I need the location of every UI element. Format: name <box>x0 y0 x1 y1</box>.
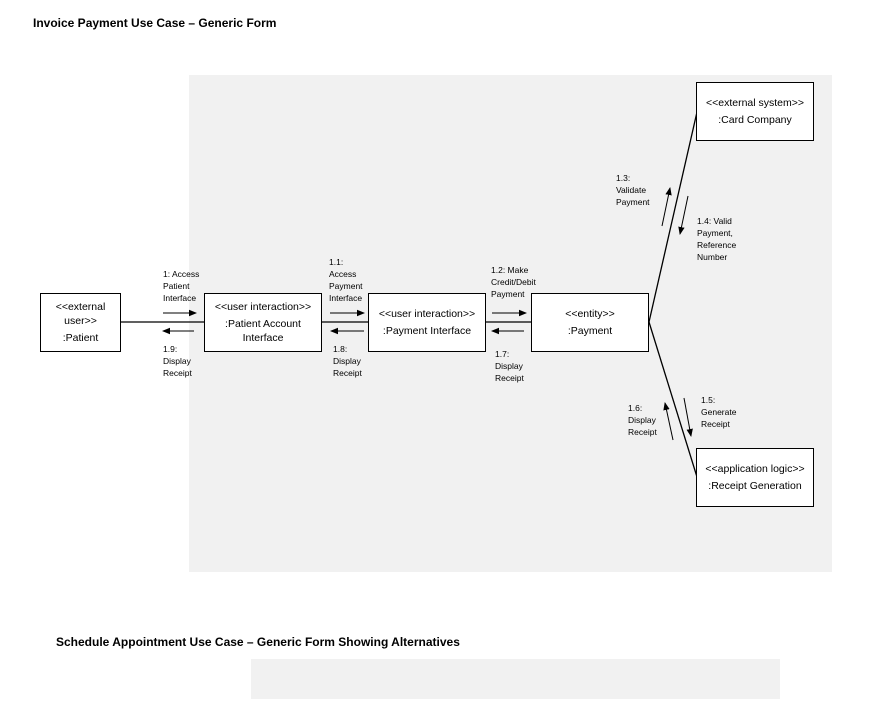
label-line: Receipt <box>701 419 730 429</box>
message-label-m1: 1: Access Patient Interface <box>163 268 199 304</box>
second-diagram-canvas <box>251 659 780 699</box>
label-line: Display <box>333 356 361 366</box>
label-line: Generate <box>701 407 737 417</box>
object-patient: <<external user>> :Patient <box>40 293 121 352</box>
object-name: :Payment Interface <box>382 325 472 337</box>
message-label-m1-9: 1.9: Display Receipt <box>163 343 192 379</box>
object-stereotype: <<external system>> <box>705 97 805 109</box>
message-label-m1-8: 1.8: Display Receipt <box>333 343 362 379</box>
message-label-m1-3: 1.3: Validate Payment <box>616 172 650 208</box>
label-line: Access <box>329 269 357 279</box>
link-payment-card <box>648 111 698 323</box>
label-line: Patient <box>163 281 190 291</box>
label-line: Interface <box>329 293 363 303</box>
label-line: Receipt <box>163 368 192 378</box>
label-line: Payment <box>329 281 363 291</box>
object-name: :Patient <box>62 332 99 344</box>
label-line: Number <box>697 252 728 262</box>
label-line: Reference <box>697 240 737 250</box>
label-line: Interface <box>163 293 197 303</box>
object-payment-interface: <<user interaction>> :Payment Interface <box>368 293 486 352</box>
invoice-payment-heading: Invoice Payment Use Case – Generic Form <box>33 16 277 30</box>
object-name: :Receipt Generation <box>708 480 802 492</box>
label-line: Payment, <box>697 228 733 238</box>
message-label-m1-2: 1.2: Make Credit/Debit Payment <box>491 264 536 300</box>
object-stereotype: <<external user>> <box>55 301 106 327</box>
message-label-m1-6: 1.6: Display Receipt <box>628 402 657 438</box>
label-line: Validate <box>616 185 647 195</box>
label-line: Display <box>628 415 656 425</box>
message-label-m1-1: 1.1: Access Payment Interface <box>329 256 363 304</box>
label-line: 1.4: Valid <box>697 216 732 226</box>
label-line: 1.8: <box>333 344 348 354</box>
label-line: 1: Access <box>163 269 200 279</box>
arrow-m1-3 <box>661 187 672 227</box>
arrow-m1-6 <box>663 402 674 441</box>
label-line: 1.7: <box>495 349 510 359</box>
label-line: 1.9: <box>163 344 178 354</box>
arrow-m1-5 <box>683 397 693 437</box>
message-label-m1-4: 1.4: Valid Payment, Reference Number <box>697 215 736 263</box>
label-line: 1.2: Make <box>491 265 529 275</box>
object-stereotype: <<entity>> <box>565 308 615 320</box>
label-line: 1.3: <box>616 173 631 183</box>
label-line: Display <box>495 361 523 371</box>
arrow-m1-4 <box>678 195 689 235</box>
object-name: :Patient Account Interface <box>225 318 301 344</box>
schedule-appointment-heading: Schedule Appointment Use Case – Generic … <box>56 635 460 649</box>
label-line: Credit/Debit <box>491 277 536 287</box>
object-receipt-generation: <<application logic>> :Receipt Generatio… <box>696 448 814 507</box>
message-label-m1-5: 1.5: Generate Receipt <box>701 394 736 430</box>
object-stereotype: <<user interaction>> <box>378 308 476 320</box>
label-line: Payment <box>491 289 525 299</box>
link-payment-receipt <box>648 321 698 478</box>
label-line: 1.6: <box>628 403 643 413</box>
label-line: Payment <box>616 197 650 207</box>
object-card-company: <<external system>> :Card Company <box>696 82 814 141</box>
label-line: 1.1: <box>329 257 344 267</box>
object-name: :Card Company <box>718 114 792 126</box>
object-patient-account-interface: <<user interaction>> :Patient Account In… <box>204 293 322 352</box>
object-stereotype: <<user interaction>> <box>214 301 312 313</box>
label-line: Display <box>163 356 191 366</box>
object-payment: <<entity>> :Payment <box>531 293 649 352</box>
label-line: 1.5: <box>701 395 716 405</box>
label-line: Receipt <box>495 373 524 383</box>
label-line: Receipt <box>628 427 657 437</box>
message-label-m1-7: 1.7: Display Receipt <box>495 348 524 384</box>
label-line: Receipt <box>333 368 362 378</box>
object-name: :Payment <box>567 325 613 337</box>
object-stereotype: <<application logic>> <box>705 463 805 475</box>
